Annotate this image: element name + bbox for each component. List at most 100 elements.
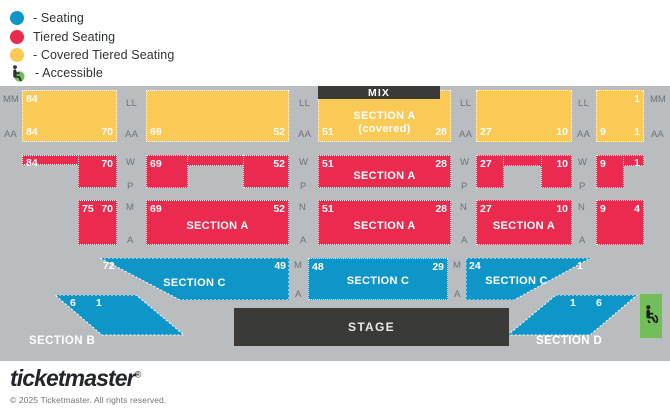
row-label-p: P — [127, 181, 134, 192]
seat-number: 9 — [600, 125, 606, 138]
seat-number: 75 — [82, 203, 94, 215]
gap-label-ll: LL — [460, 98, 472, 109]
row-label-a: A — [300, 235, 307, 246]
row-label-w: W — [578, 157, 588, 168]
registered-mark: ® — [134, 369, 142, 380]
row-label-p: P — [579, 181, 586, 192]
seating-block-48-29[interactable]: 48 29 SECTION C — [308, 258, 448, 300]
seat-number: 6 — [70, 297, 76, 309]
section-caption: SECTION A — [353, 220, 416, 232]
tier-block-9-4[interactable]: 9 4 — [596, 200, 644, 245]
row-label-a: A — [295, 289, 302, 300]
seat-number: 69 — [150, 158, 162, 170]
section-d-block[interactable]: 1 6 — [506, 294, 642, 338]
legend-label: - Seating — [33, 11, 84, 25]
gap-label-aa: AA — [577, 129, 591, 140]
row-label-w: W — [126, 157, 136, 168]
accessible-area[interactable] — [640, 294, 662, 338]
seat-number: 70 — [101, 158, 113, 170]
seat-number: 1 — [634, 157, 640, 169]
section-caption: SECTION C — [346, 275, 410, 287]
tier-block-69-left[interactable]: 69 — [146, 155, 188, 188]
seat-number: 51 — [322, 125, 334, 138]
gap-label-aa: AA — [125, 129, 139, 140]
covered-tier-block-84-70[interactable]: 84 84 70 — [22, 90, 117, 142]
outer-label-mm-left: MM — [3, 94, 19, 105]
seat-number: 52 — [273, 125, 285, 138]
tier-block-75-70[interactable]: 75 70 — [78, 200, 117, 245]
section-b-label: SECTION B — [29, 335, 96, 347]
seating-block-24-1[interactable]: 24 1 SECTION C — [465, 257, 592, 301]
gap-label-aa: AA — [298, 129, 312, 140]
seat-number: 1 — [570, 297, 576, 309]
gap-label-ll: LL — [299, 98, 311, 109]
ticketmaster-logo[interactable]: ticketmaster® — [10, 365, 141, 392]
seat-number: 70 — [101, 203, 113, 215]
seat-number: 9 — [600, 158, 606, 170]
circle-icon — [10, 11, 24, 25]
circle-icon — [10, 30, 24, 44]
row-label-m: M — [126, 202, 135, 213]
row-label-p: P — [461, 181, 468, 192]
seat-number: 10 — [556, 158, 568, 170]
stage-label: STAGE — [348, 320, 395, 334]
row-label-n: N — [460, 202, 468, 213]
gap-label-aa: AA — [459, 129, 473, 140]
mix-label: MIX — [368, 86, 390, 99]
tier-block-84-70[interactable]: 70 — [78, 155, 117, 188]
seat-number: 10 — [556, 203, 568, 215]
section-b-block[interactable]: 6 1 — [50, 294, 186, 338]
legend-item-accessible: - Accessible — [10, 64, 103, 82]
seat-number: 27 — [480, 125, 492, 138]
tier-block-9-left[interactable]: 9 — [596, 155, 624, 188]
seat-number: 84 — [26, 157, 38, 169]
row-label-p: P — [300, 181, 307, 192]
section-caption: SECTION A — [186, 220, 249, 232]
covered-tier-block-9-1[interactable]: 1 9 1 — [596, 90, 644, 142]
seat-number: 27 — [480, 158, 492, 170]
tier-block-10-right[interactable]: 10 — [541, 155, 572, 188]
legend-item-covered-tiered-seating: - Covered Tiered Seating — [10, 46, 174, 64]
seat-number: 69 — [150, 203, 162, 215]
copyright-text: © 2025 Ticketmaster. All rights reserved… — [10, 395, 167, 405]
row-label-m: M — [294, 260, 303, 271]
tier-block-27-left[interactable]: 27 — [476, 155, 504, 188]
covered-tier-block-69-52[interactable]: 69 52 — [146, 90, 289, 142]
covered-tier-block-27-10[interactable]: 27 10 — [476, 90, 572, 142]
wheelchair-icon — [10, 64, 26, 82]
row-label-a: A — [461, 235, 468, 246]
legend-item-tiered-seating: Tiered Seating — [10, 28, 115, 46]
row-label-a: A — [454, 289, 461, 300]
seat-number: 52 — [273, 158, 285, 170]
seat-number: 24 — [469, 260, 481, 272]
row-label-n: N — [299, 202, 307, 213]
tier-block-52-right[interactable]: 52 — [243, 155, 289, 188]
seat-number: 84 — [26, 93, 38, 105]
seat-number: 1 — [577, 260, 583, 272]
seat-number: 28 — [435, 158, 447, 170]
mix-desk: MIX — [318, 86, 440, 99]
seat-number: 28 — [435, 203, 447, 215]
row-label-m: M — [453, 260, 462, 271]
row-label-w: W — [460, 157, 470, 168]
covered-section-caption: SECTION A (covered) — [319, 110, 450, 135]
tier-block-51-28-lower[interactable]: 51 28 SECTION A — [318, 200, 451, 245]
tier-block-27-10-lower[interactable]: 27 10 SECTION A — [476, 200, 572, 245]
row-label-a: A — [127, 235, 134, 246]
seat-number: 28 — [435, 125, 447, 138]
section-caption: SECTION C — [163, 277, 226, 289]
seat-number: 1 — [96, 297, 102, 309]
outer-label-mm-right: MM — [650, 94, 666, 105]
seat-number: 52 — [273, 203, 285, 215]
tier-block-51-28[interactable]: 51 28 SECTION A — [318, 155, 451, 188]
logo-text: ticketmaster — [10, 365, 136, 391]
seat-number: 6 — [596, 297, 602, 309]
venue-map: MM AA MM AA 84 84 70 LL AA 69 52 LL AA 5… — [0, 86, 670, 361]
stage: STAGE — [234, 308, 509, 346]
circle-icon — [10, 48, 24, 62]
caption-line-1: SECTION A — [353, 110, 416, 122]
row-label-n: N — [578, 202, 586, 213]
tier-block-69-52[interactable]: 69 52 SECTION A — [146, 200, 289, 245]
seating-block-72-49[interactable]: 72 49 SECTION C — [99, 257, 290, 301]
seat-number: 1 — [634, 125, 640, 138]
